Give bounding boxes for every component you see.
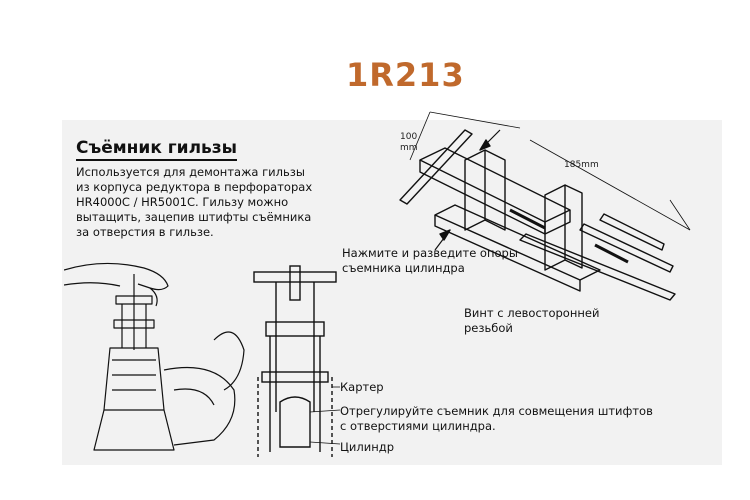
description-line: HR4000C / HR5001C. Гильзу можно — [76, 195, 289, 209]
tool-description: Используется для демонтажа гильзы из кор… — [76, 165, 356, 240]
label-adjust: Отрегулируйте съемник для совмещения шти… — [340, 404, 653, 434]
product-code: 1R213 — [346, 56, 465, 94]
label-press: Нажмите и разведите опоры съемника цилин… — [342, 246, 518, 276]
label-line: резьбой — [464, 321, 513, 335]
height-dimension-value: 100 — [400, 132, 418, 142]
content-panel — [62, 120, 722, 465]
label-cylinder: Цилиндр — [340, 440, 394, 454]
label-line: с отверстиями цилиндра. — [340, 419, 496, 433]
description-line: за отверстия в гильзе. — [76, 225, 214, 239]
label-line: Винт с левосторонней — [464, 306, 600, 320]
hand-drill-illustration — [64, 262, 245, 451]
description-line: вытащить, зацепив штифты съёмника — [76, 210, 312, 224]
puller-isometric-drawing — [399, 111, 691, 301]
description-line: из корпуса редуктора в перфораторах — [76, 180, 313, 194]
description-line: Используется для демонтажа гильзы — [76, 165, 305, 179]
label-housing: Картер — [340, 380, 384, 394]
tool-title: Съёмник гильзы — [76, 138, 238, 161]
label-line: Нажмите и разведите опоры — [342, 246, 518, 260]
label-screw: Винт с левосторонней резьбой — [464, 306, 599, 336]
length-dimension: 185mm — [564, 160, 599, 170]
puller-front-view-drawing — [253, 265, 341, 457]
label-line: Отрегулируйте съемник для совмещения шти… — [340, 404, 653, 418]
height-dimension-unit: mm — [400, 143, 418, 153]
label-line: съемника цилиндра — [342, 261, 465, 275]
